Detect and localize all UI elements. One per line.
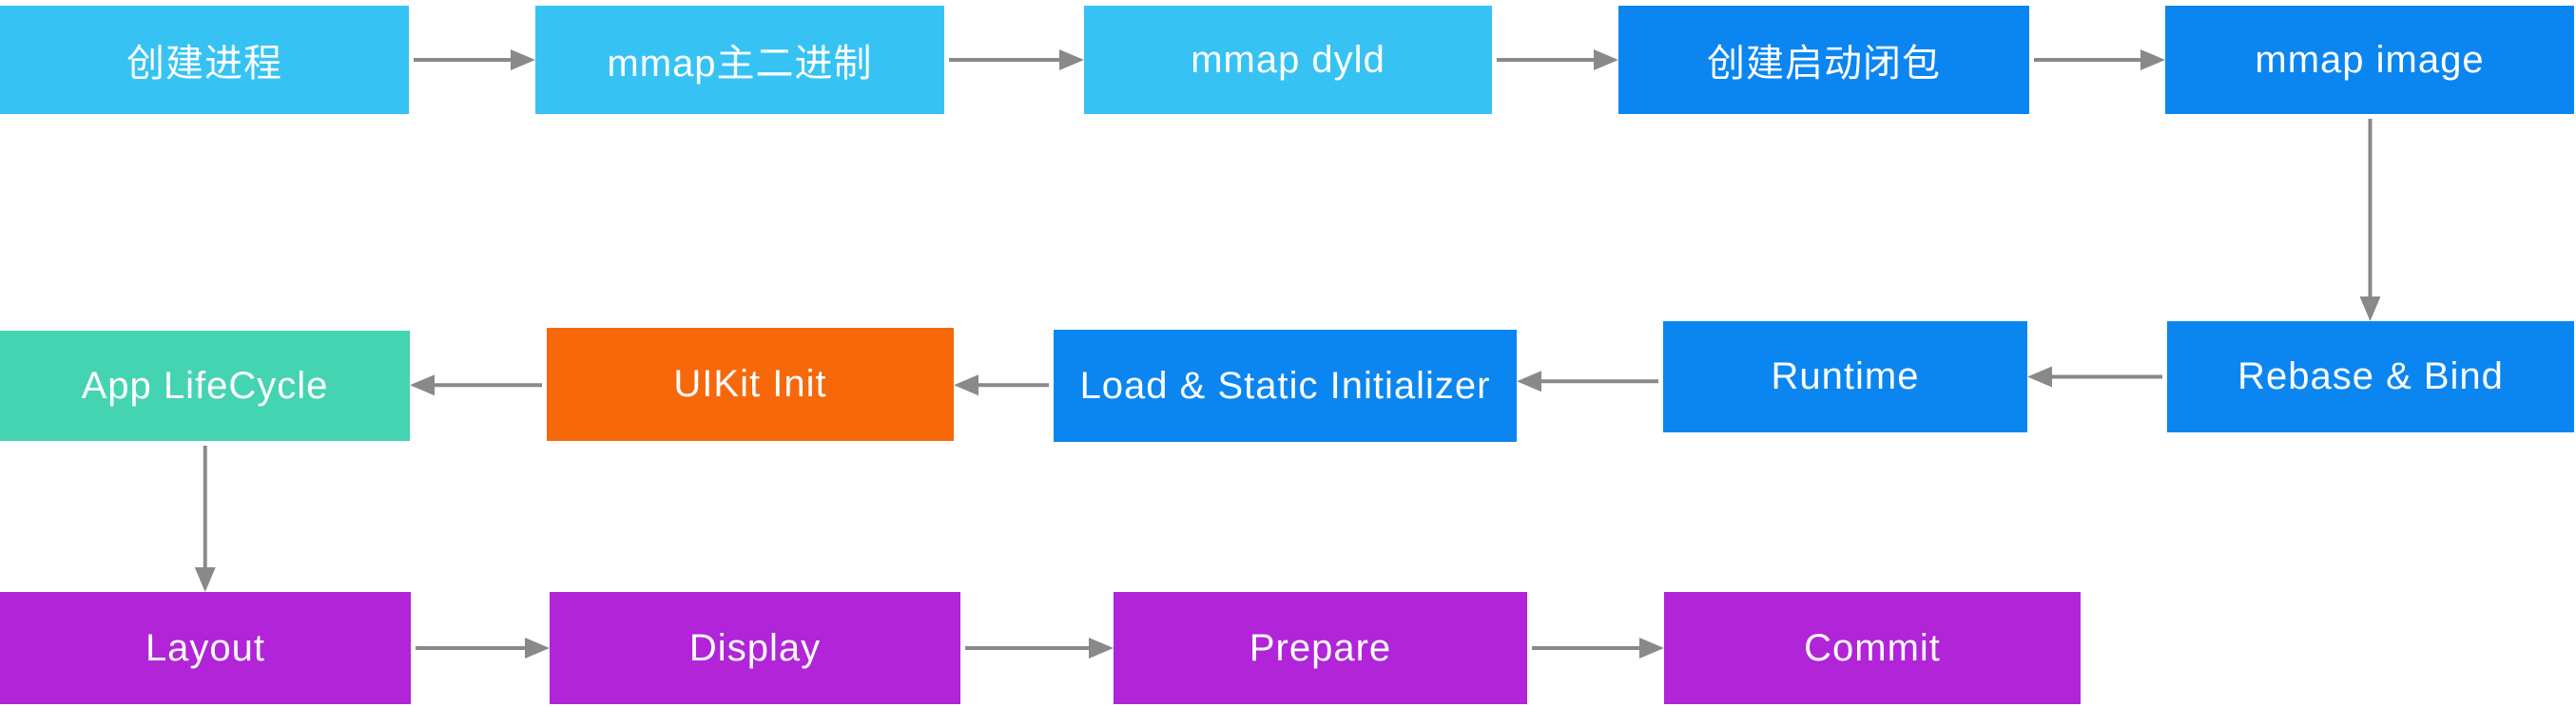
node-app-lifecycle: App LifeCycle xyxy=(0,331,410,441)
node-label-create-launch-closure: 创建启动闭包 xyxy=(1707,43,1941,85)
node-label-uikit-init: UIKit Init xyxy=(673,363,827,405)
node-label-create-process: 创建进程 xyxy=(126,43,282,85)
node-uikit-init: UIKit Init xyxy=(547,328,954,441)
arrow-rebase-bind-to-runtime xyxy=(2027,366,2162,388)
arrow-uikit-init-to-app-lifecycle xyxy=(410,374,542,396)
node-runtime: Runtime xyxy=(1663,321,2027,432)
arrow-layout-to-display xyxy=(416,638,550,659)
arrow-app-lifecycle-to-layout xyxy=(194,446,216,592)
arrow-display-to-prepare xyxy=(965,638,1114,659)
arrow-create-process-to-mmap-main-binary xyxy=(414,49,535,70)
arrow-mmap-main-binary-to-mmap-dyld xyxy=(949,49,1084,70)
node-label-prepare: Prepare xyxy=(1249,626,1392,669)
node-label-commit: Commit xyxy=(1804,626,1941,669)
arrow-create-launch-closure-to-mmap-image xyxy=(2034,49,2165,70)
node-commit: Commit xyxy=(1664,592,2081,704)
node-label-mmap-main-binary: mmap主二进制 xyxy=(607,43,873,85)
node-create-launch-closure: 创建启动闭包 xyxy=(1618,6,2029,114)
arrow-runtime-to-load-static-initializer xyxy=(1517,371,1658,392)
node-mmap-image: mmap image xyxy=(2165,6,2574,114)
arrow-load-static-initializer-to-uikit-init xyxy=(954,374,1049,396)
arrow-mmap-image-to-rebase-bind xyxy=(2359,119,2381,321)
node-label-rebase-bind: Rebase & Bind xyxy=(2237,355,2504,397)
arrow-mmap-dyld-to-create-launch-closure xyxy=(1497,49,1618,70)
node-display: Display xyxy=(550,592,960,704)
node-load-static-initializer: Load & Static Initializer xyxy=(1054,330,1517,442)
node-mmap-dyld: mmap dyld xyxy=(1084,6,1492,114)
arrow-prepare-to-commit xyxy=(1532,638,1664,659)
node-label-mmap-image: mmap image xyxy=(2255,38,2485,81)
node-rebase-bind: Rebase & Bind xyxy=(2167,321,2574,432)
node-label-layout: Layout xyxy=(145,626,266,669)
node-label-display: Display xyxy=(688,626,822,669)
node-label-load-static-initializer: Load & Static Initializer xyxy=(1079,364,1491,407)
node-create-process: 创建进程 xyxy=(0,6,409,114)
node-prepare: Prepare xyxy=(1114,592,1527,704)
node-label-mmap-dyld: mmap dyld xyxy=(1191,38,1385,81)
node-mmap-main-binary: mmap主二进制 xyxy=(535,6,944,114)
node-label-runtime: Runtime xyxy=(1771,355,1920,397)
node-label-app-lifecycle: App LifeCycle xyxy=(81,364,329,407)
node-layout: Layout xyxy=(0,592,411,704)
